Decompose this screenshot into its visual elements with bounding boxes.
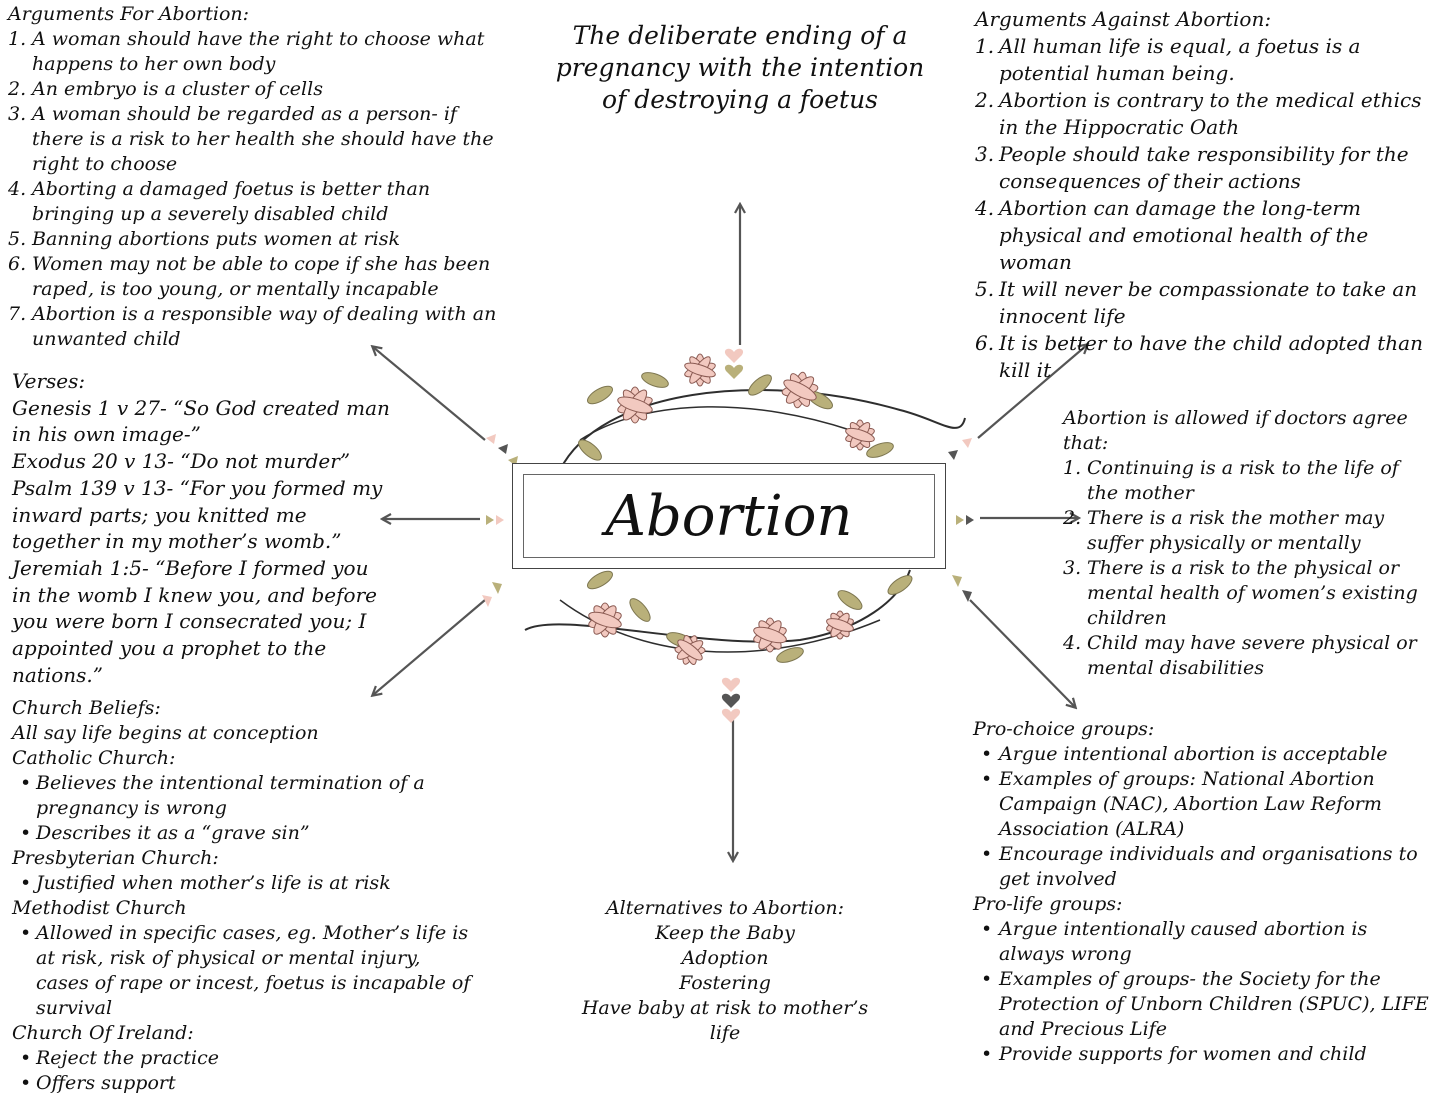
verse-line: Jeremiah 1:5- “Before I formed you in th… [12, 555, 377, 687]
alternative-item: Have baby at risk to mother’s life [581, 997, 869, 1044]
verse-line: Genesis 1 v 27- “So God created man in h… [12, 395, 390, 447]
list-item: 5.It will never be compassionate to take… [975, 277, 1418, 328]
arrow-to-groups [969, 599, 1075, 707]
arguments-for-section: Arguments For Abortion: 1.A woman should… [8, 2, 508, 352]
allowed-list: 1.Continuing is a risk to the life of th… [1063, 456, 1433, 681]
list-item: •Describes it as a “grave sin” [20, 822, 310, 844]
list-item: 3.There is a risk to the physical or men… [1063, 557, 1418, 629]
list-item: 2.There is a risk the mother may suffer … [1063, 507, 1385, 554]
center-title-inner: Abortion [523, 474, 935, 558]
pro-life-heading: Pro-life groups: [973, 893, 1123, 915]
verse-line: Exodus 20 v 13- “Do not murder” [12, 449, 351, 474]
church-intro: All say life begins at conception [12, 722, 319, 744]
arrow-to-arguments-against [977, 345, 1087, 439]
church-points: •Reject the practice •Offers support [12, 1046, 472, 1096]
pro-life-list: •Argue intentionally caused abortion is … [973, 917, 1433, 1067]
list-item: •Argue intentional abortion is acceptabl… [981, 743, 1388, 765]
list-item: •Believes the intentional termination of… [20, 772, 425, 819]
center-title-box: Abortion [512, 463, 946, 569]
list-item: •Offers support [20, 1072, 176, 1094]
list-item: •Provide supports for women and child [981, 1043, 1367, 1065]
definition-text: The deliberate ending of a pregnancy wit… [555, 21, 925, 114]
list-item: •Allowed in specific cases, eg. Mother’s… [20, 922, 471, 1019]
arguments-against-heading: Arguments Against Abortion: [975, 7, 1272, 31]
alternatives-section: Alternatives to Abortion: Keep the Baby … [570, 896, 880, 1046]
church-beliefs-section: Church Beliefs: All say life begins at c… [12, 696, 472, 1096]
arguments-against-list: 1.All human life is equal, a foetus is a… [975, 33, 1435, 384]
verse-line: Psalm 139 v 13- “For you formed my inwar… [12, 475, 383, 554]
list-item: 6.Women may not be able to cope if she h… [8, 253, 491, 300]
alternative-item: Fostering [679, 972, 771, 994]
center-title: Abortion [605, 483, 853, 549]
verses-section: Verses: Genesis 1 v 27- “So God created … [12, 368, 392, 688]
campaign-groups-section: Pro-choice groups: •Argue intentional ab… [973, 717, 1433, 1067]
alternative-item: Adoption [681, 947, 769, 969]
list-item: 4.Child may have severe physical or ment… [1063, 632, 1417, 679]
list-item: 3.People should take responsibility for … [975, 142, 1409, 193]
list-item: 4.Abortion can damage the long-term phys… [975, 196, 1369, 274]
list-item: 4.Aborting a damaged foetus is better th… [8, 178, 431, 225]
arguments-for-heading: Arguments For Abortion: [8, 3, 250, 25]
list-item: 2.An embryo is a cluster of cells [8, 78, 323, 100]
pro-choice-heading: Pro-choice groups: [973, 718, 1155, 740]
arrow-to-arguments-for [373, 347, 486, 441]
church-points: •Allowed in specific cases, eg. Mother’s… [12, 921, 472, 1021]
list-item: 1.All human life is equal, a foetus is a… [975, 34, 1361, 85]
church-name: Catholic Church: [12, 747, 176, 769]
list-item: 2.Abortion is contrary to the medical et… [975, 88, 1422, 139]
list-item: 7.Abortion is a responsible way of deali… [8, 303, 497, 350]
church-name: Methodist Church [12, 897, 187, 919]
allowed-heading: Abortion is allowed if doctors agree tha… [1063, 407, 1408, 454]
church-points: •Believes the intentional termination of… [12, 771, 472, 846]
list-item: •Argue intentionally caused abortion is … [981, 918, 1368, 965]
arguments-for-list: 1.A woman should have the right to choos… [8, 27, 508, 352]
list-item: •Examples of groups: National Abortion C… [981, 768, 1382, 840]
list-item: •Justified when mother’s life is at risk [20, 872, 391, 894]
list-item: 5.Banning abortions puts women at risk [8, 228, 400, 250]
list-item: •Examples of groups- the Society for the… [981, 968, 1429, 1040]
flower-wreath-icon [524, 353, 966, 665]
list-item: 3.A woman should be regarded as a person… [8, 103, 494, 175]
church-points: •Justified when mother’s life is at risk [12, 871, 472, 896]
list-item: •Encourage individuals and organisations… [981, 843, 1418, 890]
list-item: 1.Continuing is a risk to the life of th… [1063, 457, 1399, 504]
arrow-to-church [373, 599, 486, 695]
alternative-item: Keep the Baby [655, 922, 795, 944]
pro-choice-list: •Argue intentional abortion is acceptabl… [973, 742, 1433, 892]
list-item: 6.It is better to have the child adopted… [975, 331, 1423, 382]
church-beliefs-heading: Church Beliefs: [12, 697, 161, 719]
church-name: Church Of Ireland: [12, 1022, 194, 1044]
church-name: Presbyterian Church: [12, 847, 219, 869]
alternatives-heading: Alternatives to Abortion: [605, 897, 845, 919]
list-item: •Reject the practice [20, 1047, 219, 1069]
arguments-against-section: Arguments Against Abortion: 1.All human … [975, 6, 1435, 384]
verses-heading: Verses: [12, 369, 86, 393]
allowed-section: Abortion is allowed if doctors agree tha… [1063, 406, 1433, 681]
list-item: 1.A woman should have the right to choos… [8, 28, 485, 75]
